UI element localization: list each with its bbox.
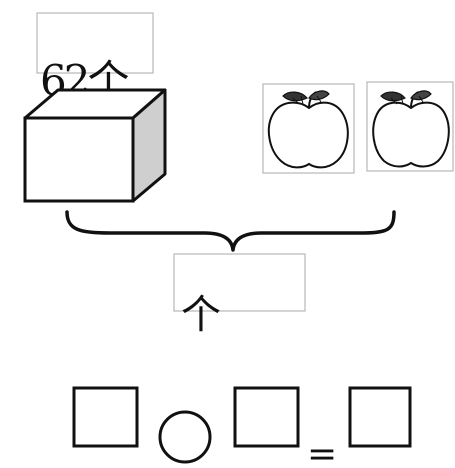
equals-sign: = <box>307 434 337 468</box>
apple-icon <box>366 81 454 172</box>
equation-operand-2-box[interactable] <box>233 386 300 448</box>
equation-operator-circle[interactable] <box>158 410 212 464</box>
crate-icon <box>23 88 167 203</box>
apple-icon <box>262 83 355 174</box>
grouping-brace <box>65 210 396 252</box>
total-count-blank[interactable] <box>173 253 306 312</box>
box-count-blank[interactable] <box>36 12 154 74</box>
equation-operand-1-box[interactable] <box>72 386 139 448</box>
total-unit-label: 个 <box>181 292 221 338</box>
equation-result-box[interactable] <box>348 386 412 448</box>
